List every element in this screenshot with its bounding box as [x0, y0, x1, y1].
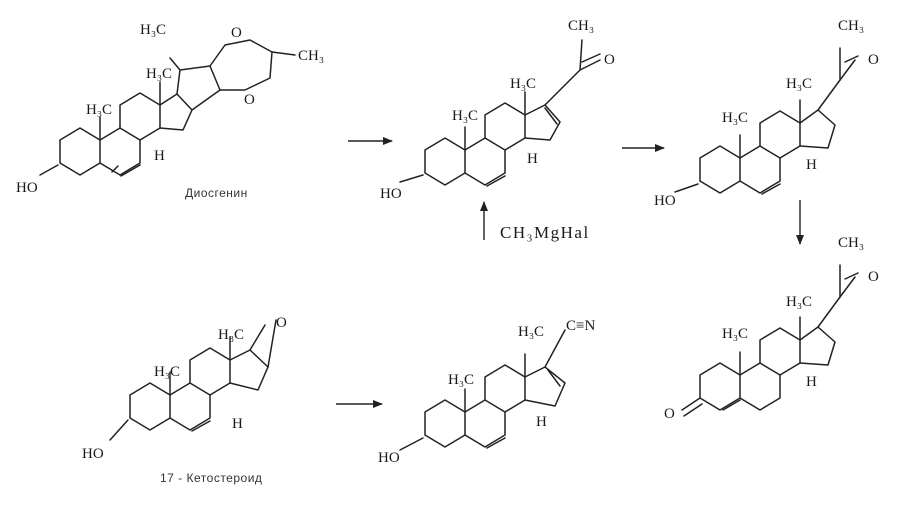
molecule-cyanosteroid: H₃C H₃C C≡N H HO [378, 318, 595, 466]
label-ho-m3: HO [654, 193, 676, 209]
label-h3c-13-m4: H₃C [786, 294, 812, 310]
label-ch3-21-m4: CH₃ [838, 235, 864, 251]
label-h3c-13: H₃C [146, 66, 172, 82]
label-h-14-m3: H [806, 157, 817, 173]
label-o-20-m3: O [868, 52, 879, 68]
molecule-pregnenolone: H₃C H₃C CH₃ O H HO [654, 18, 879, 209]
reagent-label: CH₃MgHal [500, 223, 590, 242]
label-o-ring2: O [244, 92, 255, 108]
label-h3c-13-m2: H₃C [510, 76, 536, 92]
label-h-14-m6: H [536, 414, 547, 430]
ring-e [176, 65, 221, 111]
label-h3c-10-m4: H₃C [722, 326, 748, 342]
label-h3c-13-m5: H₃C [218, 327, 244, 343]
label-cn-m6: C≡N [566, 318, 595, 334]
molecule-progesterone: H₃C H₃C CH₃ O H O [664, 235, 879, 422]
label-o-17-m5: O [276, 315, 287, 331]
ring-f [209, 39, 273, 91]
label-o-20-m2: O [604, 52, 615, 68]
ring-a [59, 127, 101, 176]
label-h-14: H [154, 148, 165, 164]
label-h3c-10-m2: H₃C [452, 108, 478, 124]
label-ho-m6: HO [378, 450, 400, 466]
label-o-20-m4: O [868, 269, 879, 285]
molecule-diosgenin: H₃C H₃C H₃C CH₃ O O H HO Диосгенин [16, 22, 324, 200]
label-h3c-10: H₃C [86, 102, 112, 118]
molecule-ketosteroid: H₃C H₃C O H HO 17 - Кетостероид [82, 315, 287, 485]
label-ho-m5: HO [82, 446, 104, 462]
caption-diosgenin: Диосгенин [185, 186, 248, 200]
label-ho: HO [16, 180, 38, 196]
label-h3c-13-m6: H₃C [518, 324, 544, 340]
label-ho-m2: HO [380, 186, 402, 202]
molecule-dehydropregnenolone: H₃C H₃C CH₃ O H HO [380, 18, 615, 202]
ring-b [99, 127, 141, 176]
ring-d [159, 93, 193, 131]
caption-ketosteroid: 17 - Кетостероид [160, 471, 262, 485]
label-ch3-25: CH₃ [298, 48, 324, 64]
label-o-3-m4: O [664, 406, 675, 422]
label-h-14-m2: H [527, 151, 538, 167]
label-ch3-21-m2: CH₃ [568, 18, 594, 34]
label-h-14-m5: H [232, 416, 243, 432]
label-h3c-20: H₃C [140, 22, 166, 38]
ring-c [119, 92, 161, 141]
label-h3c-10-m6: H₃C [448, 372, 474, 388]
label-h3c-10-m3: H₃C [722, 110, 748, 126]
label-h3c-13-m3: H₃C [786, 76, 812, 92]
label-h-14-m4: H [806, 374, 817, 390]
label-h3c-10-m5: H₃C [154, 364, 180, 380]
label-o-ring1: O [231, 25, 242, 41]
label-ch3-21-m3: CH₃ [838, 18, 864, 34]
